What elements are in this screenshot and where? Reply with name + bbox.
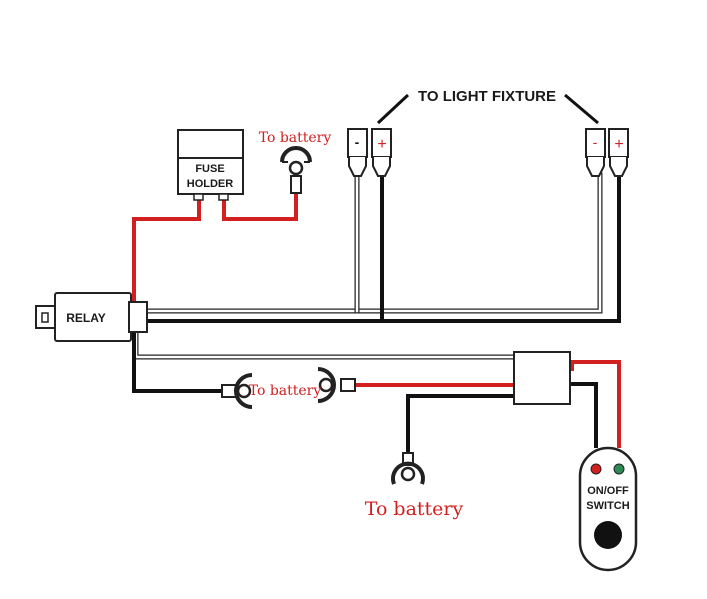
fuse-holder: FUSE HOLDER [177,129,244,201]
light-fixture-callout: TO LIGHT FIXTURE [376,88,599,125]
white-wire-main-outline [144,172,603,314]
switch-junction-box [513,351,571,405]
white-wire-to-switch-outline [133,328,517,360]
left-fixture-positive-terminal: + [371,128,392,177]
to-battery-bottom-label: To battery [365,498,464,520]
on-off-switch: ON/OFF SWITCH [578,446,638,572]
to-light-fixture-label: TO LIGHT FIXTURE [418,88,556,105]
switch-button [594,521,622,549]
right-fixture-negative-terminal: - [585,128,606,177]
wires [132,172,621,455]
battery-ring-terminal-bottom [391,452,425,485]
switch-red-led [590,463,602,475]
fuse-holder-label-line1: FUSE [195,163,224,175]
black-wire-relay-to-ring [132,329,224,393]
battery-ring-terminal-lower-left [221,373,253,409]
black-wire-box-to-switch [570,382,598,448]
black-wire-main [145,173,621,323]
right-fixture-negative-sign: - [593,134,598,150]
right-fixture-positive-terminal: + [608,128,629,177]
left-fixture-connectors: - + [347,128,392,177]
left-fixture-negative-terminal: - [347,128,368,177]
to-battery-top-label: To battery [259,130,332,146]
switch-label-line1: ON/OFF [587,485,629,497]
fuse-holder-label-line2: HOLDER [187,178,234,190]
red-wire-fuse-to-battery [222,191,298,221]
relay-label: RELAY [66,311,106,325]
left-fixture-negative-sign: - [355,134,360,150]
black-wire-switch-to-battery [406,394,516,455]
relay: RELAY [35,292,148,342]
red-wire-fuse-to-relay [132,194,201,304]
switch-label-line2: SWITCH [586,500,629,512]
right-fixture-connectors: - + [585,128,629,177]
battery-ring-terminal-lower-right [317,367,356,403]
right-fixture-positive-sign: + [614,136,623,153]
to-battery-middle-label: To battery [249,383,322,399]
switch-green-led [613,463,625,475]
white-wire-main [145,173,602,313]
red-wire-box-to-switch [570,360,621,448]
left-fixture-positive-sign: + [377,136,386,153]
white-wire-to-switch [134,329,516,359]
battery-ring-terminal-top [280,146,312,194]
